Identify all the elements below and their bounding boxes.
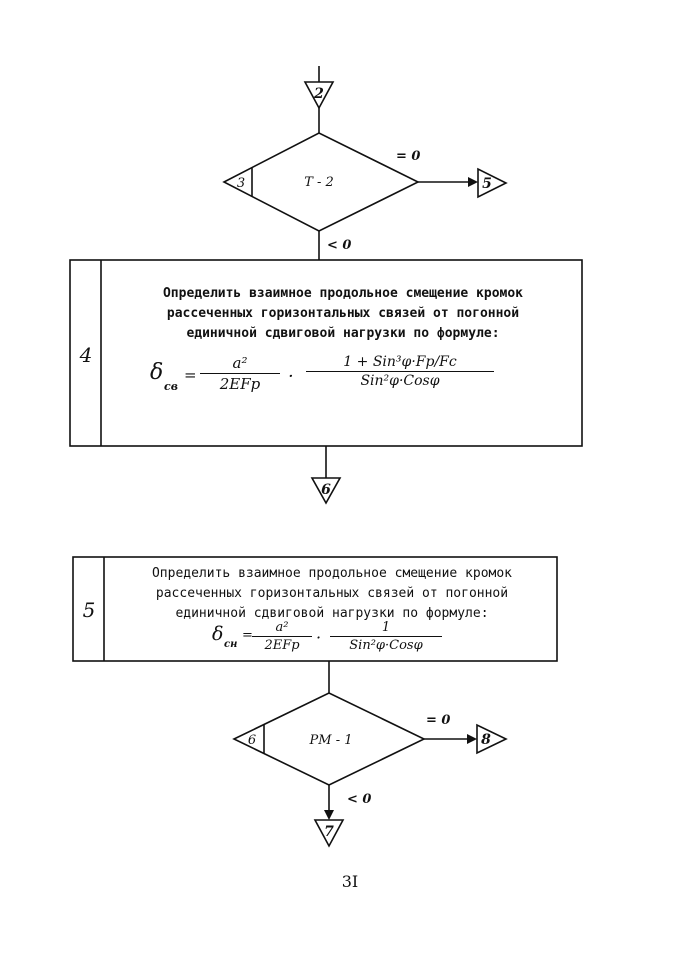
block-4-formula: δ св = a² 2EFр · 1 + Sin³φ·Fр/Fс Sin²φ·C… — [150, 352, 570, 402]
decision-6-number: 6 — [248, 733, 256, 748]
branch-3-right-condition: = 0 — [396, 149, 420, 164]
block-4-frac1-bar — [200, 373, 280, 374]
branch-3-down-condition: < 0 — [327, 238, 351, 253]
block-4-formula-frac2: 1 + Sin³φ·Fр/Fс Sin²φ·Cosφ — [306, 354, 494, 389]
block-5-number: 5 — [83, 598, 96, 622]
connector-5-label: 5 — [482, 176, 492, 192]
connector-6-out-label: 6 — [321, 482, 331, 498]
branch-6-right-condition: = 0 — [426, 713, 450, 728]
block-4-text: Определить взаимное продольное смещение … — [104, 284, 582, 344]
block-4-formula-frac1: a² 2EFр — [200, 354, 280, 393]
block-5-line-2: рассеченных горизонтальных связей от пог… — [155, 586, 509, 601]
block-5-formula: δ сн = a² 2EFр · 1 Sin²φ·Cosφ — [212, 620, 452, 660]
decision-3-label: Т - 2 — [304, 175, 334, 190]
block-4-formula-dot: · — [288, 366, 294, 387]
block-4-formula-eq: = — [184, 366, 197, 384]
block-4-formula-lhs: δ — [150, 360, 164, 385]
page-number: 3I — [341, 872, 359, 891]
block-5-frac2-numerator: 1 — [381, 620, 391, 635]
block-4-frac1-denominator: 2EFр — [219, 375, 261, 393]
block-5-frac1-bar — [252, 636, 312, 637]
block-5-formula-dot: · — [316, 628, 322, 647]
arrow-to-7 — [324, 810, 334, 820]
connector-7 — [313, 819, 345, 848]
connector-5 — [477, 167, 508, 199]
block-5-frac1-denominator: 2EFр — [264, 638, 300, 653]
decision-3-number: 3 — [237, 176, 245, 191]
arrow-to-5 — [468, 177, 478, 187]
branch-6-down-condition: < 0 — [347, 792, 371, 807]
block-4-line-1: Определить взаимное продольное смещение … — [162, 286, 524, 301]
block-4-frac1-numerator: a² — [232, 354, 248, 372]
block-5-frac2-denominator: Sin²φ·Cosφ — [349, 638, 423, 653]
block-5-line-1: Определить взаимное продольное смещение … — [151, 566, 513, 581]
block-4-line-2: рассеченных горизонтальных связей от пог… — [166, 306, 520, 321]
block-4-frac2-denominator: Sin²φ·Cosφ — [360, 373, 440, 389]
arrow-to-8 — [467, 734, 477, 744]
block-5-formula-lhs-sub: сн — [224, 639, 238, 650]
process-block-4 — [69, 259, 583, 447]
block-5-text: Определить взаимное продольное смещение … — [107, 564, 557, 624]
block-5-frac1-numerator: a² — [275, 620, 289, 635]
block-5-line-3: единичной сдвиговой нагрузки по формуле: — [175, 606, 489, 621]
block-4-number: 4 — [79, 343, 93, 367]
block-4-frac2-bar — [306, 371, 494, 372]
block-4-line-3: единичной сдвиговой нагрузки по формуле: — [186, 326, 500, 341]
connector-2-label: 2 — [313, 86, 324, 102]
connector-8-label: 8 — [481, 732, 491, 748]
connector-6-out — [310, 477, 342, 505]
connector-8 — [476, 723, 508, 755]
block-5-formula-lhs: δ — [212, 623, 224, 645]
block-5-formula-frac1: a² 2EFр — [252, 620, 312, 653]
block-4-frac2-numerator: 1 + Sin³φ·Fр/Fс — [343, 354, 457, 370]
block-4-formula-lhs-sub: св — [164, 380, 178, 393]
process-block-5 — [72, 556, 558, 662]
block-5-formula-eq: = — [242, 628, 253, 643]
block-5-formula-frac2: 1 Sin²φ·Cosφ — [330, 620, 442, 653]
connector-7-label: 7 — [324, 824, 334, 840]
connector-2 — [303, 81, 335, 110]
decision-6-label: РМ - 1 — [309, 733, 353, 748]
block-5-frac2-bar — [330, 636, 442, 637]
